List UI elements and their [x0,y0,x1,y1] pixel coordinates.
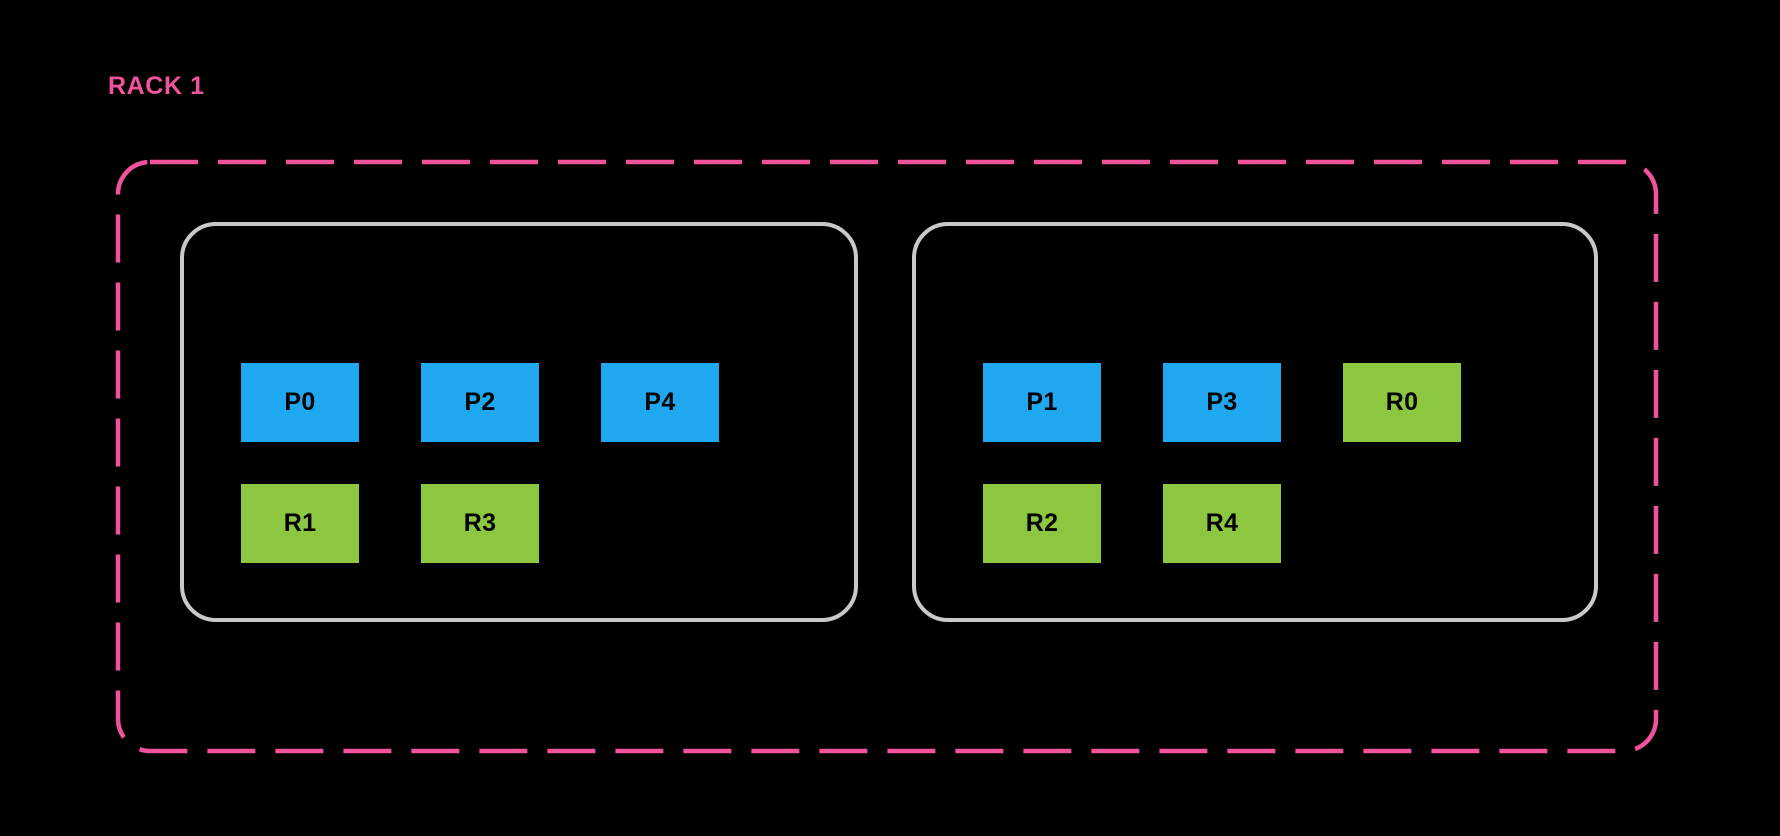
chip-label: P2 [464,388,496,416]
chip-p2[interactable]: P2 [421,363,539,442]
chip-r4[interactable]: R4 [1163,484,1281,563]
chip-p1[interactable]: P1 [983,363,1101,442]
chip-r3[interactable]: R3 [421,484,539,563]
rack-label: RACK 1 [108,72,205,100]
chip-r0[interactable]: R0 [1343,363,1461,442]
chip-p3[interactable]: P3 [1163,363,1281,442]
chip-label: R0 [1385,388,1419,416]
chip-p0[interactable]: P0 [241,363,359,442]
chip-r1[interactable]: R1 [241,484,359,563]
chip-label: R2 [1025,509,1059,537]
chip-label: R3 [463,509,497,537]
chip-r2[interactable]: R2 [983,484,1101,563]
chip-label: P1 [1026,388,1058,416]
chip-label: P4 [644,388,676,416]
chip-label: P3 [1206,388,1238,416]
node-box-2 [912,222,1598,622]
chip-label: P0 [284,388,316,416]
chip-label: R1 [283,509,317,537]
chip-label: R4 [1205,509,1239,537]
chip-p4[interactable]: P4 [601,363,719,442]
node-box-1 [180,222,858,622]
